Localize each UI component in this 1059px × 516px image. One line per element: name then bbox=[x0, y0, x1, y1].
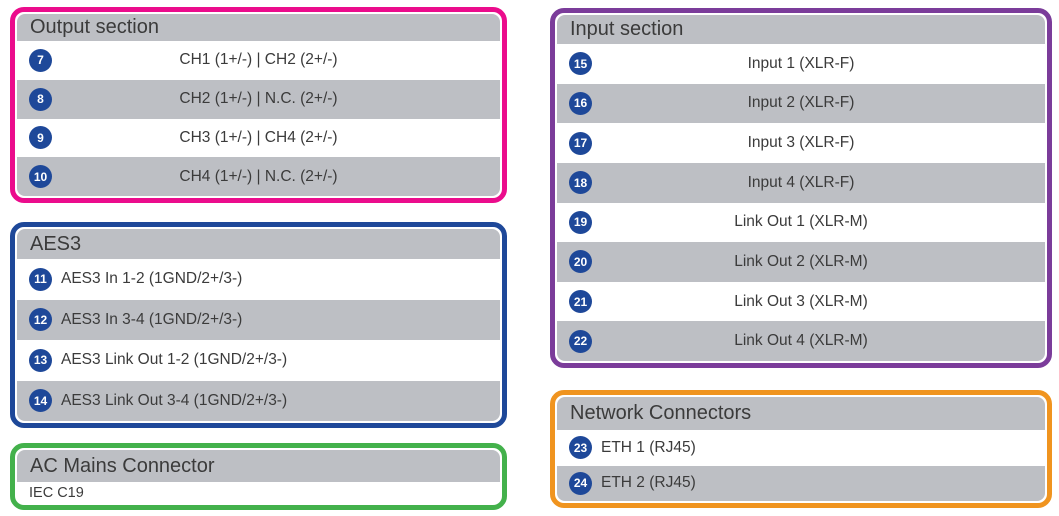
number-badge: 7 bbox=[29, 48, 52, 72]
row-label: CH4 (1+/-) | N.C. (2+/-) bbox=[179, 167, 338, 185]
number-badge: 11 bbox=[29, 267, 52, 291]
number-badge: 8 bbox=[29, 87, 52, 111]
row-label: CH2 (1+/-) | N.C. (2+/-) bbox=[179, 90, 338, 108]
number-badge: 22 bbox=[569, 329, 592, 353]
table-row: 17 Input 3 (XLR-F) bbox=[557, 123, 1045, 163]
table-row: 21 Link Out 3 (XLR-M) bbox=[557, 281, 1045, 322]
number-badge: 15 bbox=[569, 52, 592, 76]
table-row: 15 Input 1 (XLR-F) bbox=[557, 44, 1045, 84]
table-row: 22 Link Out 4 (XLR-M) bbox=[557, 321, 1045, 361]
table-row: 11 AES3 In 1-2 (1GND/2+/3-) bbox=[17, 259, 500, 300]
row-label: AES3 Link Out 1-2 (1GND/2+/3-) bbox=[61, 351, 288, 369]
number-badge: 20 bbox=[569, 250, 592, 274]
ac-mains-section-panel: AC Mains Connector IEC C19 bbox=[10, 443, 507, 510]
number-badge: 9 bbox=[29, 126, 52, 150]
table-row: 13 AES3 Link Out 1-2 (1GND/2+/3-) bbox=[17, 340, 500, 381]
table-row: 23 ETH 1 (RJ45) bbox=[557, 430, 1045, 466]
table-row: 9 CH3 (1+/-) | CH4 (2+/-) bbox=[17, 118, 500, 158]
row-label: Input 4 (XLR-F) bbox=[747, 173, 855, 191]
row-label: ETH 1 (RJ45) bbox=[601, 438, 696, 456]
number-badge: 14 bbox=[29, 389, 52, 413]
number-badge: 13 bbox=[29, 348, 52, 372]
table-row: 7 CH1 (1+/-) | CH2 (2+/-) bbox=[17, 41, 500, 80]
table-row: IEC C19 bbox=[17, 482, 500, 503]
row-label: AES3 Link Out 3-4 (1GND/2+/3-) bbox=[61, 391, 288, 409]
table-row: 10 CH4 (1+/-) | N.C. (2+/-) bbox=[17, 157, 500, 196]
section-title-aes3: AES3 bbox=[17, 229, 500, 259]
table-row: 14 AES3 Link Out 3-4 (1GND/2+/3-) bbox=[17, 380, 500, 421]
row-label: IEC C19 bbox=[29, 484, 84, 501]
number-badge: 23 bbox=[569, 436, 592, 460]
section-title-output: Output section bbox=[17, 14, 500, 41]
row-label: CH3 (1+/-) | CH4 (2+/-) bbox=[179, 128, 338, 146]
row-label: Input 3 (XLR-F) bbox=[747, 134, 855, 152]
section-title-network: Network Connectors bbox=[557, 397, 1045, 430]
row-label: CH1 (1+/-) | CH2 (2+/-) bbox=[179, 51, 338, 69]
section-title-input: Input section bbox=[557, 15, 1045, 44]
table-row: 20 Link Out 2 (XLR-M) bbox=[557, 242, 1045, 282]
network-section-panel: Network Connectors 23 ETH 1 (RJ45) 24 ET… bbox=[550, 390, 1052, 508]
output-section-panel: Output section 7 CH1 (1+/-) | CH2 (2+/-)… bbox=[10, 7, 507, 203]
row-label: AES3 In 1-2 (1GND/2+/3-) bbox=[61, 270, 243, 288]
table-row: 12 AES3 In 3-4 (1GND/2+/3-) bbox=[17, 299, 500, 340]
row-label: Link Out 1 (XLR-M) bbox=[734, 213, 868, 231]
row-label: Link Out 4 (XLR-M) bbox=[734, 332, 868, 350]
row-label: Input 2 (XLR-F) bbox=[747, 94, 855, 112]
table-row: 8 CH2 (1+/-) | N.C. (2+/-) bbox=[17, 79, 500, 119]
table-row: 24 ETH 2 (RJ45) bbox=[557, 465, 1045, 501]
row-label: Link Out 2 (XLR-M) bbox=[734, 252, 868, 270]
table-row: 18 Input 4 (XLR-F) bbox=[557, 162, 1045, 203]
aes3-section-panel: AES3 11 AES3 In 1-2 (1GND/2+/3-) 12 AES3… bbox=[10, 222, 507, 428]
row-label: ETH 2 (RJ45) bbox=[601, 474, 696, 492]
table-row: 19 Link Out 1 (XLR-M) bbox=[557, 202, 1045, 243]
number-badge: 21 bbox=[569, 290, 592, 314]
number-badge: 24 bbox=[569, 471, 592, 495]
section-title-ac-mains: AC Mains Connector bbox=[17, 450, 500, 482]
number-badge: 18 bbox=[569, 171, 592, 195]
row-label: Link Out 3 (XLR-M) bbox=[734, 292, 868, 310]
row-label: Input 1 (XLR-F) bbox=[747, 54, 855, 72]
row-label: AES3 In 3-4 (1GND/2+/3-) bbox=[61, 310, 243, 328]
number-badge: 16 bbox=[569, 91, 592, 115]
table-row: 16 Input 2 (XLR-F) bbox=[557, 83, 1045, 124]
number-badge: 10 bbox=[29, 165, 52, 189]
number-badge: 17 bbox=[569, 131, 592, 155]
input-section-panel: Input section 15 Input 1 (XLR-F) 16 Inpu… bbox=[550, 8, 1052, 368]
number-badge: 19 bbox=[569, 210, 592, 234]
number-badge: 12 bbox=[29, 308, 52, 332]
